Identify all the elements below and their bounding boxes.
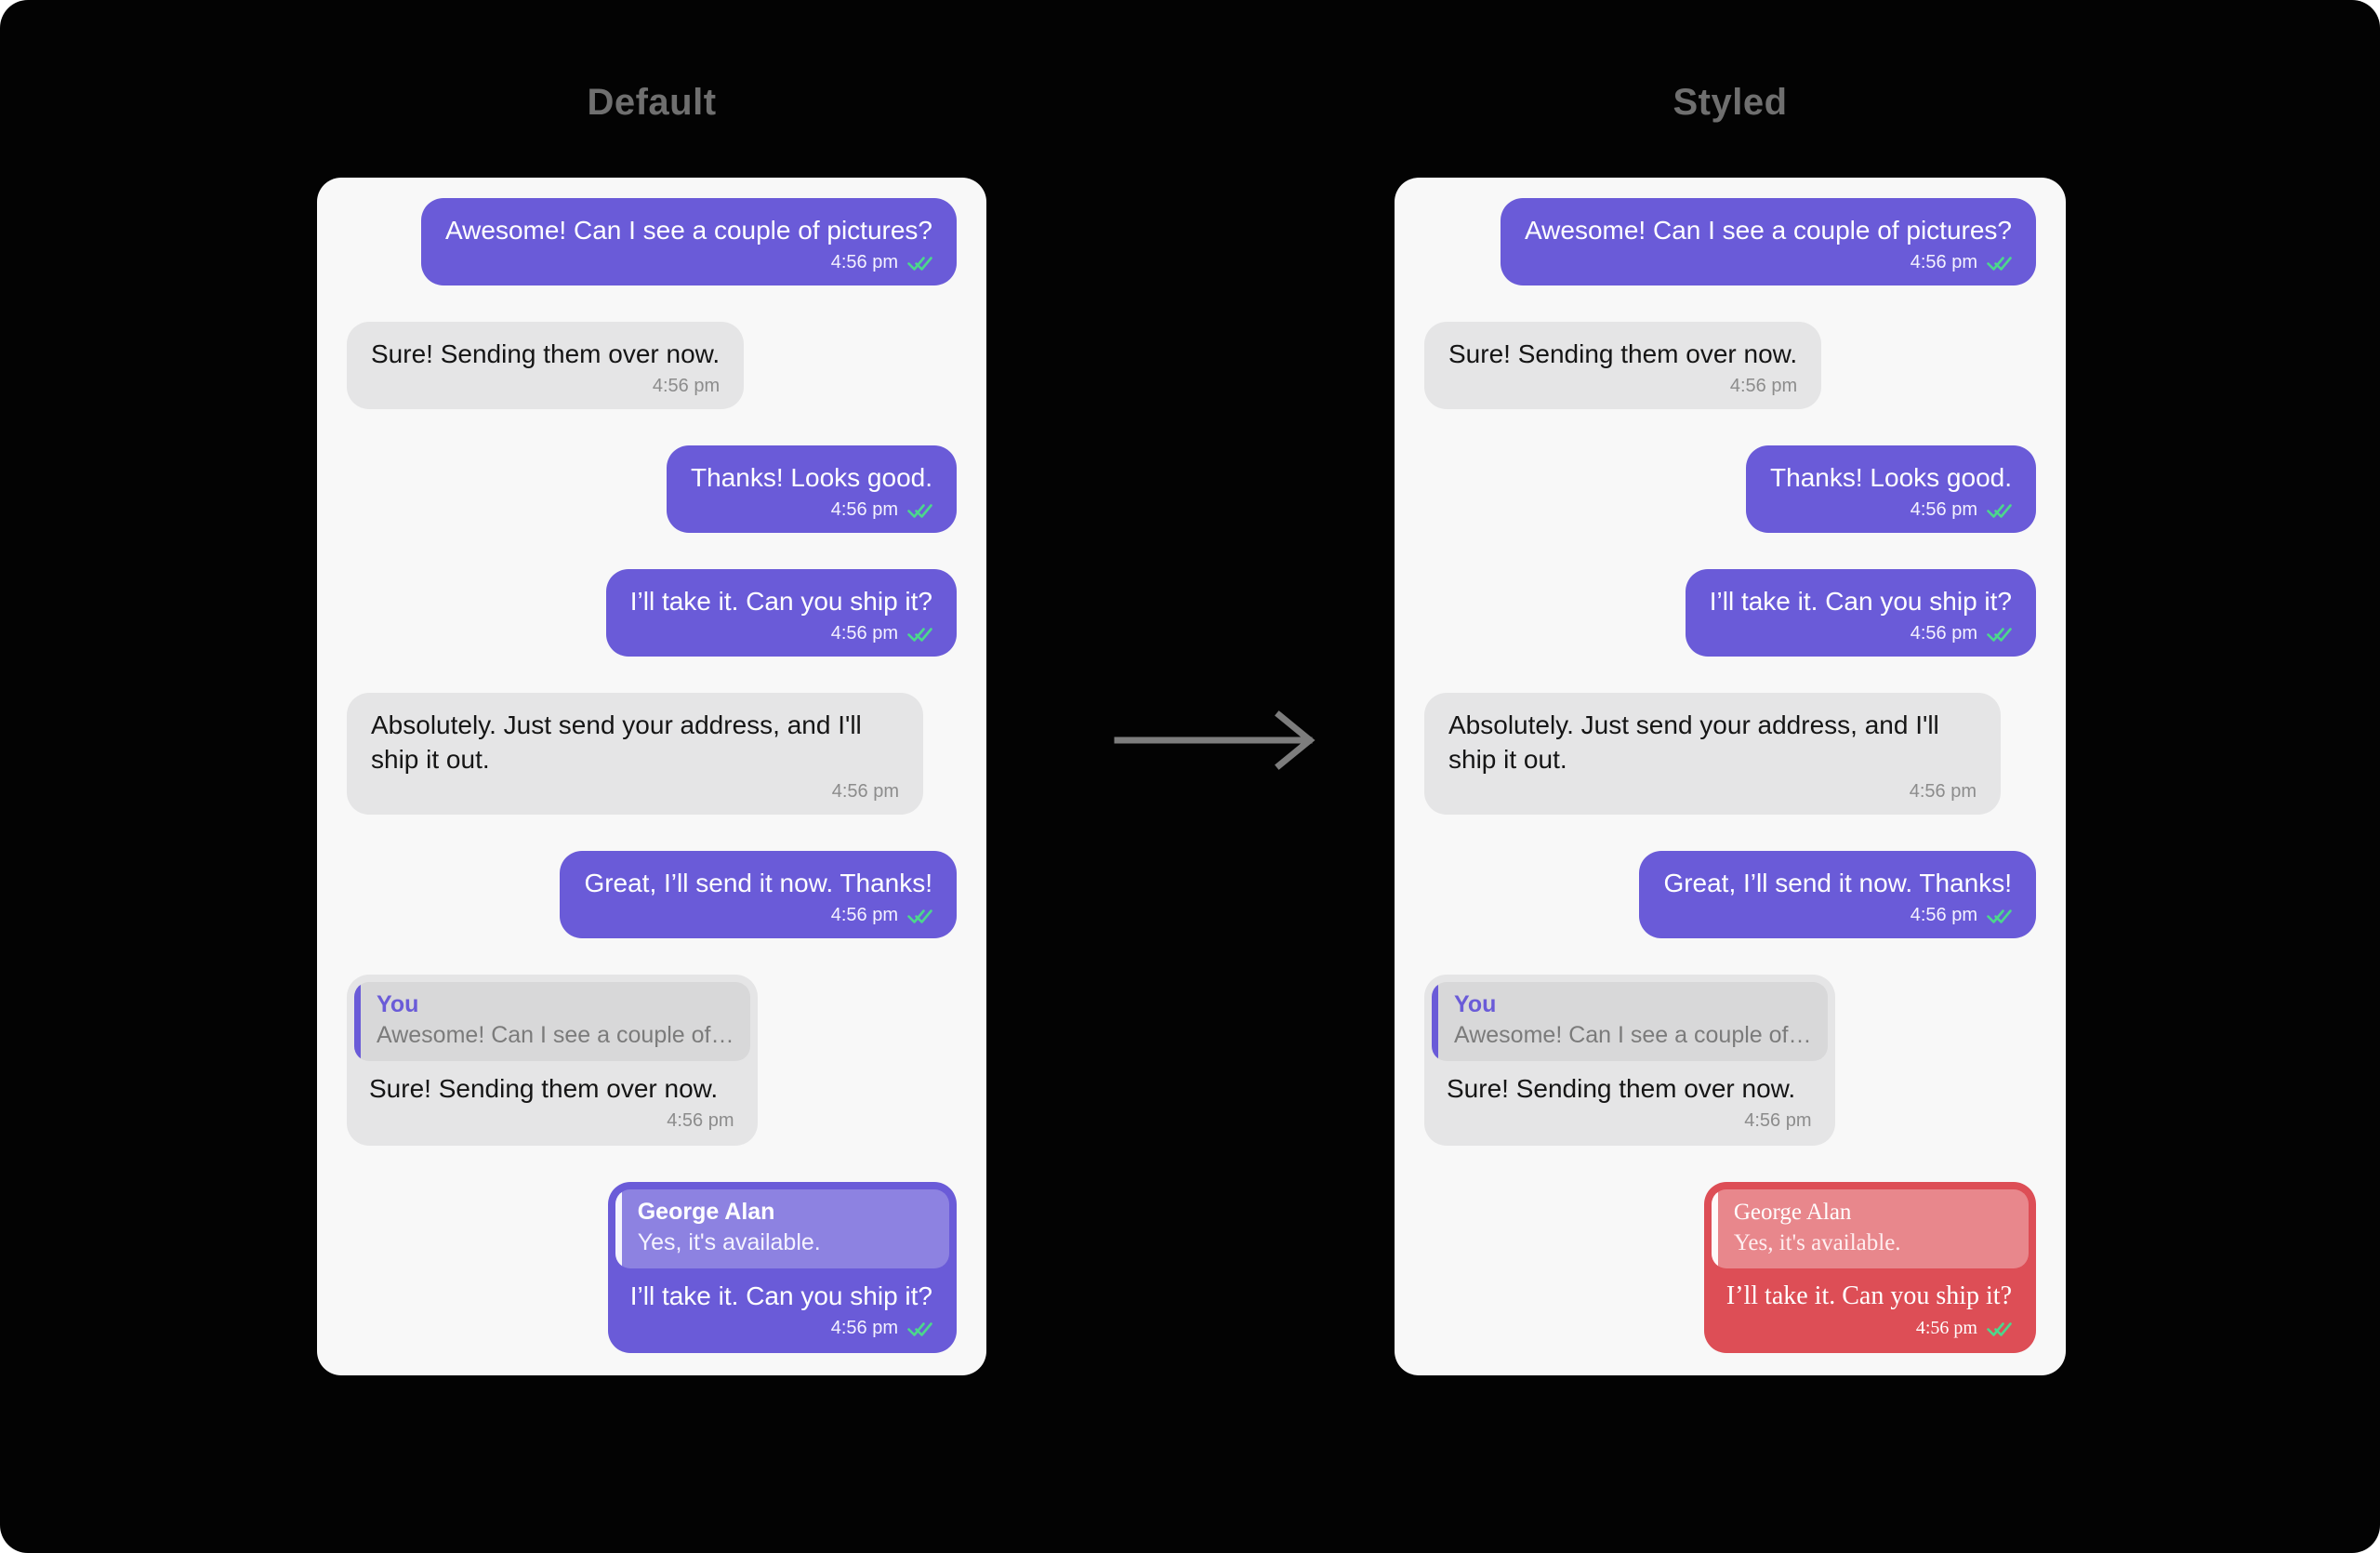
message-timestamp: 4:56 pm: [1910, 623, 1977, 644]
message-timestamp: 4:56 pm: [667, 1110, 734, 1131]
chat-panel-default: Awesome! Can I see a couple of pictures?…: [317, 178, 986, 1375]
chat-panel-styled: Awesome! Can I see a couple of pictures?…: [1395, 178, 2066, 1375]
message-timestamp: 4:56 pm: [830, 1318, 898, 1338]
double-check-icon: [907, 503, 932, 518]
message-timestamp: 4:56 pm: [1915, 1318, 1977, 1338]
right-arrow-icon: [1114, 710, 1316, 770]
quote-text: Awesome! Can I see a couple of…: [377, 1022, 734, 1048]
message-text: Awesome! Can I see a couple of pictures?: [444, 216, 932, 245]
message-text: Thanks! Looks good.: [691, 463, 932, 492]
message-text: I’ll take it. Can you ship it?: [1726, 1281, 2012, 1310]
double-check-icon: [1987, 503, 2012, 518]
message-text: I’ll take it. Can you ship it?: [629, 1281, 932, 1310]
quote-text: Yes, it's available.: [637, 1229, 821, 1255]
quote-accent-bar: [615, 1189, 622, 1268]
quote-author: You: [1454, 991, 1497, 1017]
message-timestamp: 4:56 pm: [1729, 376, 1798, 396]
message-timestamp: 4:56 pm: [830, 905, 898, 925]
double-check-icon: [907, 256, 932, 271]
message-bubble-incoming[interactable]: Absolutely. Just send your address, and …: [1424, 693, 2001, 815]
message-text: I’ll take it. Can you ship it?: [1709, 587, 2012, 616]
message-text: Thanks! Looks good.: [1770, 463, 2012, 492]
quote-text: Yes, it's available.: [1733, 1230, 1901, 1255]
quote-accent-bar: [354, 982, 361, 1061]
message-text: I’ll take it. Can you ship it?: [629, 587, 932, 616]
message-bubble-outgoing[interactable]: I’ll take it. Can you ship it? 4:56 pm: [1685, 569, 2036, 657]
quote-text: Awesome! Can I see a couple of…: [1454, 1022, 1812, 1048]
message-meta: 4:56 pm: [445, 249, 932, 275]
message-bubble-outgoing[interactable]: Great, I’ll send it now. Thanks! 4:56 pm: [560, 851, 957, 938]
message-text: Absolutely. Just send your address, and …: [1448, 710, 1947, 774]
message-timestamp: 4:56 pm: [1910, 499, 1977, 520]
message-meta: 4:56 pm: [584, 902, 932, 928]
message-meta: 4:56 pm: [371, 778, 899, 804]
message-meta: 4:56 pm: [691, 497, 932, 523]
quote-accent-bar: [1432, 982, 1438, 1061]
quote-accent-bar: [1711, 1189, 1718, 1268]
message-timestamp: 4:56 pm: [831, 781, 899, 802]
double-check-icon: [1987, 627, 2012, 642]
quote-author: George Alan: [1733, 1200, 1852, 1225]
reply-message-body: I’ll take it. Can you ship it? 4:56 pm: [615, 1277, 949, 1341]
quote-author: George Alan: [637, 1199, 775, 1225]
message-bubble-outgoing[interactable]: Thanks! Looks good. 4:56 pm: [1746, 445, 2036, 533]
message-meta: 4:56 pm: [369, 1108, 734, 1134]
double-check-icon: [1987, 256, 2012, 271]
message-meta: 4:56 pm: [371, 373, 720, 399]
message-bubble-incoming[interactable]: Sure! Sending them over now. 4:56 pm: [1424, 322, 1822, 409]
message-meta: 4:56 pm: [630, 620, 932, 646]
message-meta: 4:56 pm: [1770, 497, 2012, 523]
message-meta: 4:56 pm: [1710, 620, 2012, 646]
message-bubble-outgoing[interactable]: Thanks! Looks good. 4:56 pm: [667, 445, 957, 533]
message-bubble-outgoing[interactable]: Great, I’ll send it now. Thanks! 4:56 pm: [1639, 851, 2036, 938]
message-text: Absolutely. Just send your address, and …: [371, 710, 869, 774]
message-text: Sure! Sending them over now.: [1448, 339, 1798, 368]
reply-message-body: I’ll take it. Can you ship it? 4:56 pm: [1712, 1277, 2029, 1341]
message-bubble-outgoing[interactable]: I’ll take it. Can you ship it? 4:56 pm: [605, 569, 957, 657]
message-text: Sure! Sending them over now.: [369, 1074, 719, 1103]
message-text: Great, I’ll send it now. Thanks!: [1663, 869, 2012, 897]
message-bubble-outgoing[interactable]: Awesome! Can I see a couple of pictures?…: [1500, 198, 2036, 285]
panel-title-default: Default: [587, 82, 717, 123]
quote-author: You: [377, 991, 419, 1017]
double-check-icon: [1987, 1321, 2012, 1336]
reply-message-body: Sure! Sending them over now. 4:56 pm: [1432, 1069, 1828, 1134]
message-timestamp: 4:56 pm: [830, 252, 898, 272]
message-timestamp: 4:56 pm: [1910, 905, 1977, 925]
message-meta: 4:56 pm: [1525, 249, 2012, 275]
reply-message-body: Sure! Sending them over now. 4:56 pm: [354, 1069, 750, 1134]
message-meta: 4:56 pm: [1447, 1108, 1811, 1134]
message-timestamp: 4:56 pm: [1910, 252, 1977, 272]
message-meta: 4:56 pm: [1448, 373, 1797, 399]
message-bubble-incoming[interactable]: Absolutely. Just send your address, and …: [347, 693, 923, 815]
double-check-icon: [1987, 909, 2012, 923]
double-check-icon: [907, 627, 932, 642]
message-meta: 4:56 pm: [630, 1315, 932, 1341]
message-timestamp: 4:56 pm: [830, 499, 898, 520]
message-text: Sure! Sending them over now.: [1447, 1074, 1796, 1103]
panel-title-styled: Styled: [1673, 82, 1788, 123]
message-timestamp: 4:56 pm: [830, 623, 898, 644]
message-bubble-incoming[interactable]: Sure! Sending them over now. 4:56 pm: [347, 322, 745, 409]
message-text: Great, I’ll send it now. Thanks!: [584, 869, 932, 897]
message-timestamp: 4:56 pm: [652, 376, 721, 396]
message-meta: 4:56 pm: [1663, 902, 2012, 928]
double-check-icon: [907, 909, 932, 923]
message-bubble-outgoing[interactable]: Awesome! Can I see a couple of pictures?…: [420, 198, 957, 285]
message-meta: 4:56 pm: [1726, 1315, 2012, 1341]
message-timestamp: 4:56 pm: [1744, 1110, 1812, 1131]
message-meta: 4:56 pm: [1448, 778, 1977, 804]
message-timestamp: 4:56 pm: [1909, 781, 1977, 802]
message-text: Sure! Sending them over now.: [371, 339, 721, 368]
message-text: Awesome! Can I see a couple of pictures?: [1524, 216, 2012, 245]
double-check-icon: [907, 1321, 932, 1336]
